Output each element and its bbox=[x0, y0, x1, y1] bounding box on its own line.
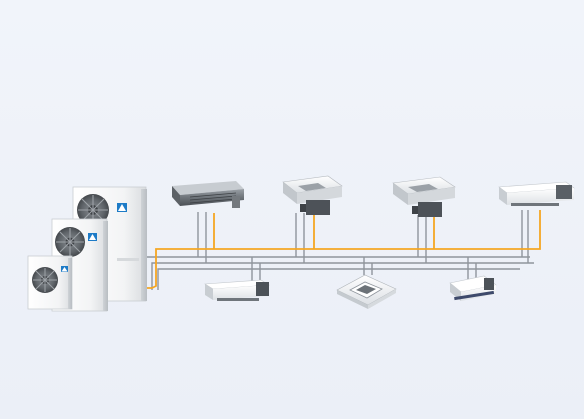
outdoor-units bbox=[27, 186, 147, 312]
piping bbox=[140, 210, 541, 290]
fan-grille-icon bbox=[33, 268, 57, 292]
ceiling-suspended-unit-3 bbox=[449, 275, 497, 301]
round-cassette-unit bbox=[336, 274, 397, 309]
indoor-units-top bbox=[172, 175, 575, 217]
cassette-unit-1 bbox=[282, 175, 343, 215]
duct-vent-icon bbox=[189, 192, 237, 204]
ducted-unit bbox=[172, 181, 244, 208]
outdoor-unit-small bbox=[27, 255, 73, 310]
orange-pipe-line bbox=[140, 210, 541, 289]
cassette-unit-2 bbox=[392, 176, 456, 217]
fan-grille-icon bbox=[56, 228, 84, 256]
indoor-units-bottom bbox=[204, 274, 497, 309]
grey-pipe-lines bbox=[145, 210, 534, 290]
ceiling-suspended-unit-2 bbox=[204, 279, 270, 301]
ceiling-suspended-unit-1 bbox=[498, 181, 575, 206]
